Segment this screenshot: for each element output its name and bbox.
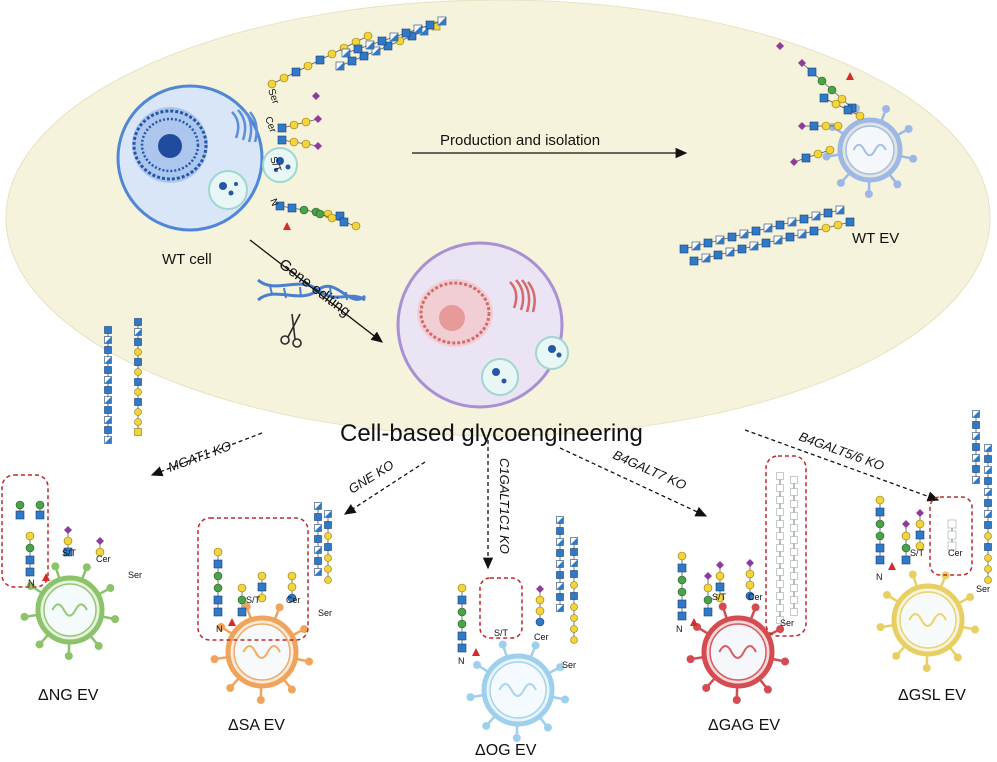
- gsl-ev-removed-box: [929, 496, 973, 576]
- ko-label-c1galt1c1: C1GALT1C1 KO: [497, 458, 512, 554]
- sa-ev-removed-box: [197, 517, 309, 641]
- linkage-label: Ser: [265, 87, 281, 106]
- background-ellipse: [5, 0, 991, 437]
- page-title: Cell-based glycoengineering: [340, 420, 643, 447]
- wt-cell: [116, 84, 298, 232]
- linkage-label: N: [676, 624, 683, 634]
- linkage-label: N: [267, 197, 280, 208]
- sa-ev: [210, 602, 314, 704]
- linkage-label: N: [216, 624, 223, 634]
- ng-ev: [20, 562, 120, 660]
- ko-arrow-b4galt7: [559, 447, 708, 517]
- linkage-label: N: [876, 572, 883, 582]
- ko-arrow-mgat1: [150, 432, 263, 477]
- ev-label-sa: ΔSA EV: [228, 717, 285, 734]
- linkage-label: Cer: [534, 632, 549, 642]
- ko-arrow-b4galt56: [744, 429, 940, 502]
- gsl-ev: [876, 570, 980, 672]
- linkage-label: Ser: [318, 608, 332, 618]
- wt-cell-nucleus: [132, 109, 208, 181]
- wt-cell-golgi: [231, 109, 258, 143]
- linkage-label: Ser: [780, 618, 794, 628]
- ko-label-b4galt7: B4GALT7 KO: [611, 447, 689, 493]
- linkage-label: S/T: [494, 628, 509, 638]
- gene-editing-arrow: [249, 239, 384, 343]
- linkage-label: N: [28, 578, 35, 588]
- ev-label-ng: ΔNG EV: [38, 687, 99, 704]
- linkage-label: Ser: [976, 584, 990, 594]
- wt-ev: [822, 104, 918, 198]
- gag-ev: [686, 602, 790, 704]
- ng-ev-removed-box: [1, 474, 49, 588]
- linkage-label: S/T: [246, 595, 261, 605]
- linkage-label: Cer: [748, 592, 763, 602]
- og-ev: [466, 640, 570, 742]
- linkage-label: Ser: [128, 570, 142, 580]
- og-ev-removed-box: [479, 577, 523, 639]
- dna-icon: [257, 278, 367, 302]
- ko-label-mgat1: MGAT1 KO: [166, 438, 233, 475]
- ko-label-gne: GNE KO: [346, 457, 397, 497]
- linkage-label: Ser: [562, 660, 576, 670]
- ev-label-gag: ΔGAG EV: [708, 717, 780, 734]
- edited-cell: [396, 241, 569, 409]
- linkage-label: Cer: [286, 595, 301, 605]
- edited-cell-golgi: [509, 279, 536, 313]
- ev-label-gsl: ΔGSL EV: [898, 687, 966, 704]
- wt-cell-label: WT cell: [162, 251, 212, 268]
- linkage-label: S/T: [62, 548, 77, 558]
- linkage-label: Cer: [262, 115, 278, 135]
- linkage-label: S/T: [712, 592, 727, 602]
- production-label: Production and isolation: [440, 132, 600, 149]
- linkage-label: N: [458, 656, 465, 666]
- ko-label-b4galt56: B4GALT5/6 KO: [797, 429, 886, 474]
- linkage-label: Cer: [948, 548, 963, 558]
- wt-ev-label: WT EV: [852, 230, 899, 247]
- linkage-label: Cer: [96, 554, 111, 564]
- wt-cell-vesicles: [208, 147, 298, 210]
- linkage-label: S/T: [910, 548, 925, 558]
- linkage-label: S/T: [267, 155, 283, 173]
- scissors-icon: [280, 313, 302, 348]
- ko-arrow-gne: [343, 461, 426, 515]
- ev-label-og: ΔOG EV: [475, 742, 537, 759]
- edited-cell-nucleus: [417, 279, 493, 347]
- edited-cell-vesicles: [481, 336, 569, 396]
- gag-ev-removed-box: [765, 455, 807, 637]
